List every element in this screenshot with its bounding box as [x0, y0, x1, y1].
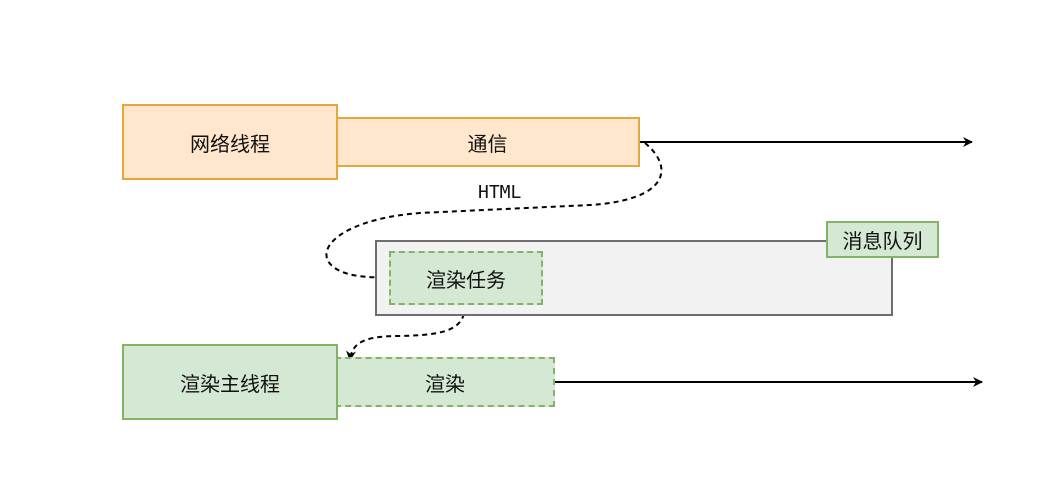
message-queue-label: 消息队列 — [842, 229, 923, 253]
network-thread-label: 网络线程 — [190, 131, 270, 156]
render-main-thread-box: 渲染主线程 — [122, 344, 338, 420]
network-thread-box: 网络线程 — [122, 104, 338, 180]
communication-box: 通信 — [335, 117, 640, 167]
html-label: HTML — [478, 182, 522, 203]
render-label: 渲染 — [425, 371, 465, 396]
render-box: 渲染 — [335, 357, 555, 407]
render-task-label: 渲染任务 — [426, 267, 506, 292]
message-queue-tag: 消息队列 — [826, 221, 939, 258]
communication-label: 通信 — [467, 131, 508, 156]
render-task-box: 渲染任务 — [389, 251, 543, 305]
html-dashed-arrow — [325, 142, 663, 283]
task-to-render-dashed-arrow — [346, 304, 466, 361]
render-main-thread-label: 渲染主线程 — [180, 371, 280, 396]
